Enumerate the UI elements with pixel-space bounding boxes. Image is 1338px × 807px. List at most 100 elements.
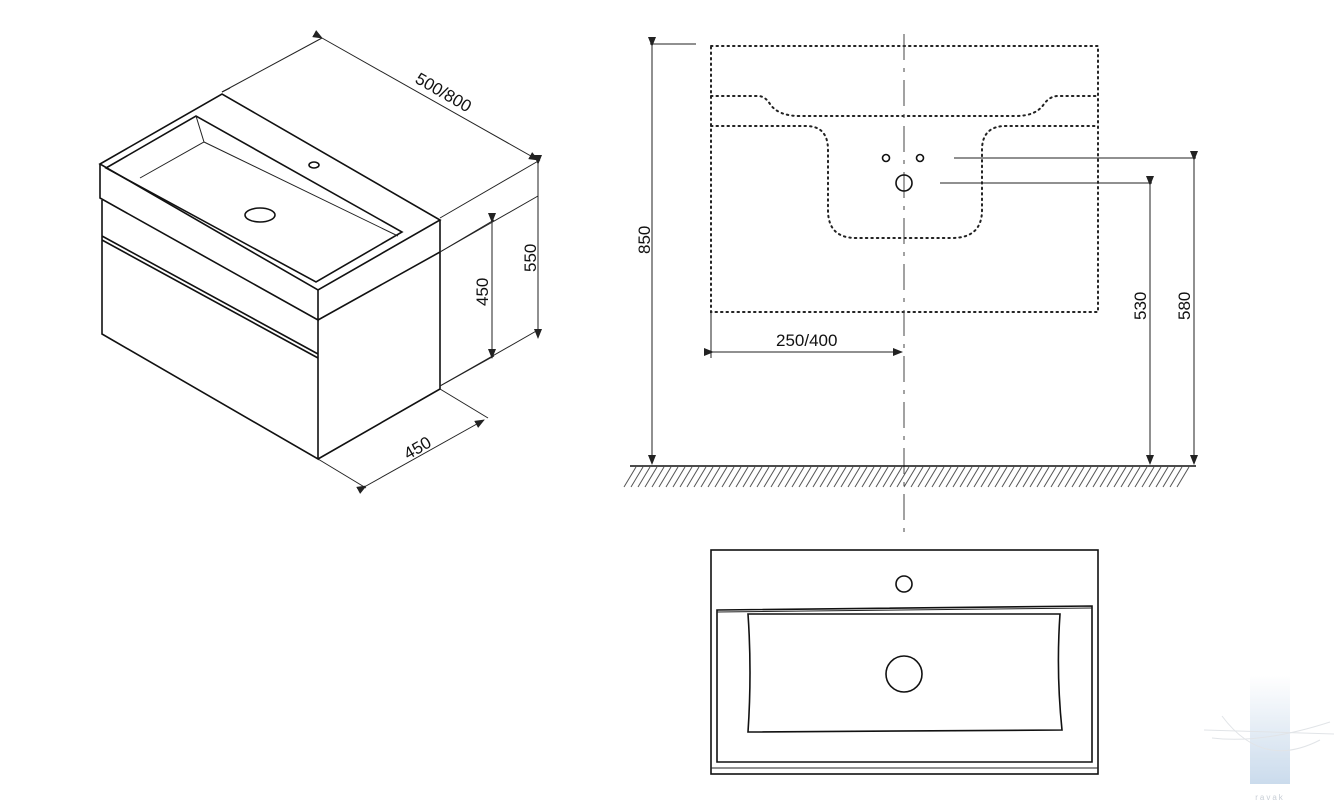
ext-line [221, 37, 323, 93]
hatch-stroke [784, 466, 798, 488]
hatch-stroke [1162, 466, 1176, 488]
hatch-stroke [749, 466, 763, 488]
hatch-stroke [861, 466, 875, 488]
plan-bowl [747, 613, 1063, 733]
cabinet-side [317, 252, 441, 460]
plan-outer-edge [710, 549, 1099, 775]
hatch-stroke [980, 466, 994, 488]
hatch-stroke [791, 466, 805, 488]
hatch-stroke [777, 466, 791, 488]
hatch-stroke [693, 466, 707, 488]
hatch-stroke [924, 466, 938, 488]
cabinet-front [101, 200, 319, 461]
hatch-stroke [1057, 466, 1071, 488]
iso-tap-hole-icon [308, 161, 320, 169]
hatch-stroke [903, 466, 917, 488]
hatch-stroke [1176, 466, 1190, 488]
water-inlet-icon [915, 153, 925, 163]
hatch-stroke [966, 466, 980, 488]
hatch-stroke [630, 466, 644, 488]
basin-bowl [104, 115, 404, 283]
hatch-stroke [1001, 466, 1015, 488]
ext-line [439, 388, 489, 419]
hatch-stroke [1029, 466, 1043, 488]
hatch-stroke [665, 466, 679, 488]
dim-tap-height-label: 580 [1175, 292, 1194, 320]
hatch-stroke [644, 466, 658, 488]
plan-drain-icon [885, 655, 923, 693]
hatch-stroke [1120, 466, 1134, 488]
hatch-stroke [931, 466, 945, 488]
hatch-stroke [987, 466, 1001, 488]
front-elevation: 850 250/400 530 580 [623, 34, 1198, 540]
hatch-stroke [945, 466, 959, 488]
cabinet-top-edge [101, 239, 319, 359]
iso-drain-icon [244, 207, 276, 223]
dim-width-iso-label: 500/800 [412, 69, 475, 116]
hatch-stroke [700, 466, 714, 488]
hatch-stroke [707, 466, 721, 488]
hatch-stroke [756, 466, 770, 488]
hatch-stroke [1155, 466, 1169, 488]
dim-depth-iso-label: 450 [401, 433, 435, 464]
ext-line [317, 458, 367, 489]
dim-width-iso [312, 30, 539, 161]
hatch-stroke [714, 466, 728, 488]
hatch-stroke [1071, 466, 1085, 488]
hatch-stroke [1169, 466, 1183, 488]
plan-rim-inner [716, 607, 1093, 613]
hatch-stroke [798, 466, 812, 488]
dim-drawer-iso-label: 450 [473, 278, 492, 306]
drain-outlet-icon [895, 174, 913, 192]
hatch-stroke [1078, 466, 1092, 488]
hatch-stroke [1113, 466, 1127, 488]
hatch-stroke [1141, 466, 1155, 488]
floor-hatch [623, 466, 1190, 488]
hatch-stroke [910, 466, 924, 488]
plan-view [710, 549, 1099, 775]
hatch-stroke [679, 466, 693, 488]
basin-bowl-inner [139, 115, 399, 237]
hatch-stroke [847, 466, 861, 488]
hatch-stroke [721, 466, 735, 488]
hatch-stroke [896, 466, 910, 488]
hatch-stroke [959, 466, 973, 488]
hatch-stroke [735, 466, 749, 488]
hatch-stroke [1148, 466, 1162, 488]
hatch-stroke [994, 466, 1008, 488]
hatch-stroke [938, 466, 952, 488]
hatch-stroke [672, 466, 686, 488]
hatch-stroke [728, 466, 742, 488]
hatch-stroke [819, 466, 833, 488]
hatch-stroke [763, 466, 777, 488]
hatch-stroke [1099, 466, 1113, 488]
hatch-stroke [770, 466, 784, 488]
hatch-stroke [1085, 466, 1099, 488]
hatch-stroke [1008, 466, 1022, 488]
hatch-stroke [875, 466, 889, 488]
watermark-text: ravak [1255, 793, 1285, 802]
hatch-stroke [658, 466, 672, 488]
hatch-stroke [1092, 466, 1106, 488]
water-inlet-icon [881, 153, 891, 163]
hatch-stroke [651, 466, 665, 488]
hatch-stroke [805, 466, 819, 488]
plan-tap-hole-icon [895, 575, 913, 593]
hatch-stroke [1134, 466, 1148, 488]
hatch-stroke [1127, 466, 1141, 488]
hatch-stroke [637, 466, 651, 488]
hatch-stroke [1050, 466, 1064, 488]
hatch-stroke [1043, 466, 1057, 488]
hatch-stroke [1064, 466, 1078, 488]
hatch-stroke [868, 466, 882, 488]
hatch-stroke [826, 466, 840, 488]
hatch-stroke [840, 466, 854, 488]
dim-total-height-label: 850 [635, 226, 654, 254]
hatch-stroke [1036, 466, 1050, 488]
dim-drain-offset-label: 250/400 [776, 331, 837, 350]
hatch-stroke [952, 466, 966, 488]
basin-profile-dotted [710, 95, 1099, 117]
hatch-stroke [623, 466, 637, 488]
hatch-stroke [833, 466, 847, 488]
